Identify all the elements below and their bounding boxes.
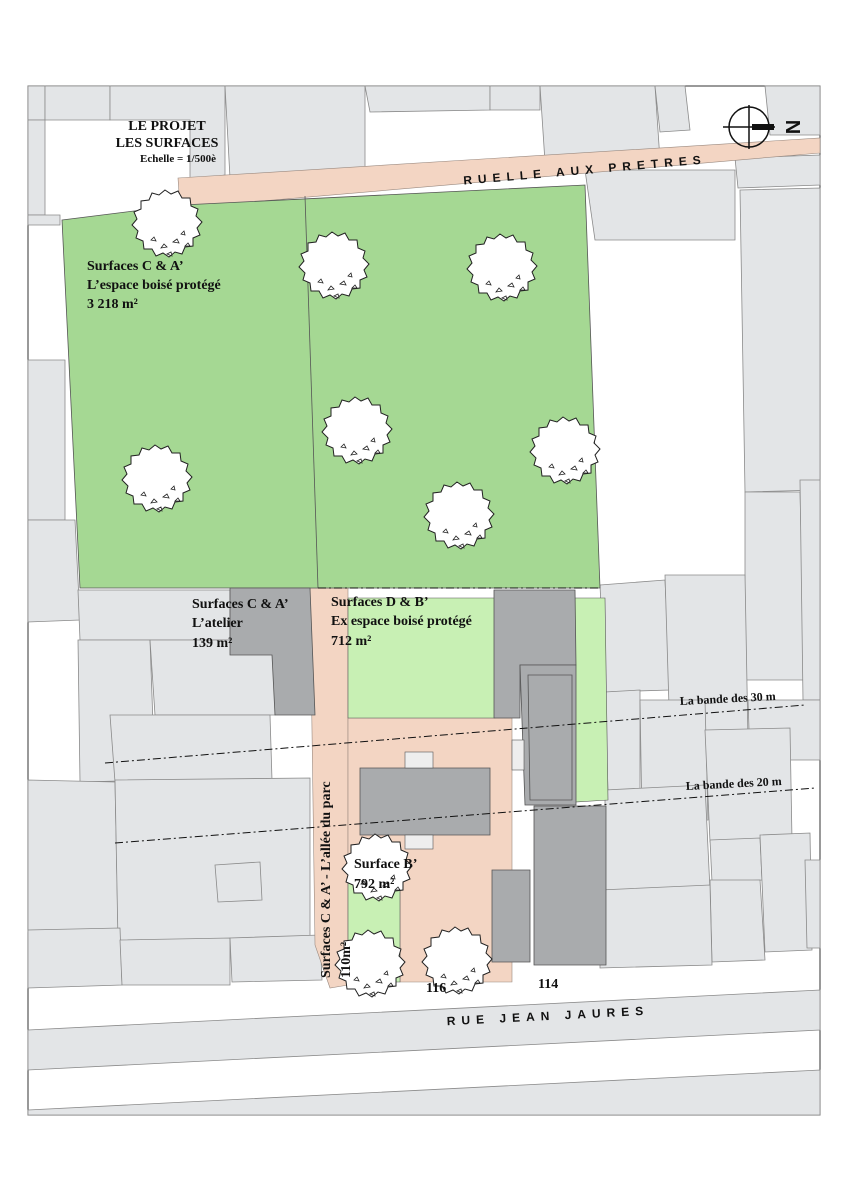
scale-label: Echelle = 1/500è bbox=[140, 153, 216, 165]
atelier-desc: L’atelier bbox=[192, 616, 243, 631]
title-line1: LE PROJET bbox=[128, 119, 206, 134]
project-buildings bbox=[229, 587, 607, 966]
label-ex-boise: Surfaces D & B’ Ex espace boisé protégé … bbox=[331, 595, 472, 649]
label-atelier: Surfaces C & A’ L’atelier 139 m² bbox=[192, 597, 289, 651]
address-116: 116 bbox=[426, 981, 446, 996]
band-20m-line bbox=[114, 787, 816, 844]
surrounding-buildings bbox=[27, 85, 821, 1116]
north-letter: N bbox=[781, 120, 803, 134]
title-block: LE PROJET LES SURFACES Echelle = 1/500è bbox=[116, 119, 219, 165]
label-boise: Surfaces C & A’ L’espace boisé protégé 3… bbox=[87, 259, 221, 312]
label-allee: Surfaces C & A’ - L’allée du parc 110m² bbox=[319, 781, 354, 978]
boise-name: Surfaces C & A’ bbox=[87, 259, 184, 274]
atelier-name: Surfaces C & A’ bbox=[192, 597, 289, 612]
ex-boise-desc: Ex espace boisé protégé bbox=[331, 614, 472, 629]
allee-name: Surfaces C & A’ - L’allée du parc bbox=[319, 781, 334, 978]
surface-b-name: Surface B’ bbox=[354, 857, 417, 872]
compass-icon: N bbox=[723, 105, 803, 149]
boise-area: 3 218 m² bbox=[87, 297, 138, 312]
ex-boise-name: Surfaces D & B’ bbox=[331, 595, 429, 610]
band-30m-line bbox=[104, 704, 806, 764]
title-line2: LES SURFACES bbox=[116, 136, 219, 151]
atelier-building bbox=[229, 587, 316, 716]
address-114: 114 bbox=[538, 977, 558, 992]
surface-b-area: 792 m² bbox=[354, 877, 394, 892]
band-20m-label: La bande des 20 m bbox=[685, 774, 782, 793]
atelier-area: 139 m² bbox=[192, 636, 232, 651]
label-surface-b: Surface B’ 792 m² bbox=[354, 857, 417, 892]
allee-area: 110m² bbox=[339, 942, 354, 978]
band-30m-label: La bande des 30 m bbox=[679, 689, 776, 708]
boise-desc: L’espace boisé protégé bbox=[87, 278, 221, 293]
ex-boise-area: 712 m² bbox=[331, 634, 371, 649]
